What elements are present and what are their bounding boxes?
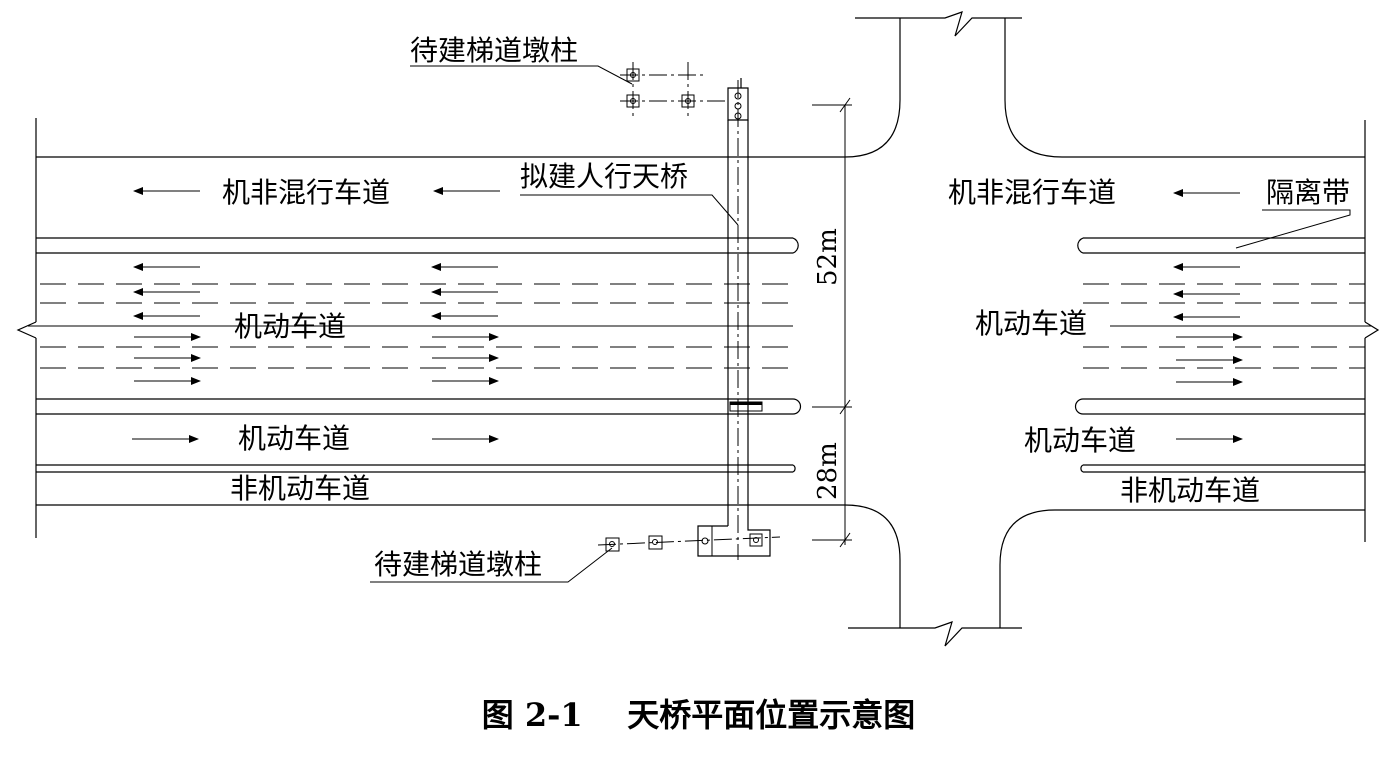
left-median-top-end [792,237,799,254]
dimension-tick [839,532,851,548]
left-road [16,118,845,538]
stair-pier [681,94,695,108]
label-motor-lane-left-side: 机动车道 [238,422,350,455]
label-nonmotor-lane-right: 非机动车道 [1120,474,1260,507]
leader-median [1235,209,1351,249]
label-mixed-lane-left: 机非混行车道 [222,176,390,209]
pedestrian-bridge [697,78,771,560]
right-side-sep-end [1080,464,1084,473]
lane-arrows [132,187,1243,443]
bridge-pier-bolt [734,92,742,100]
label-nonmotor-lane-left: 非机动车道 [230,472,370,505]
pier-axis [597,536,781,546]
stair-pier-bolt [630,72,636,78]
stair-pier-bolt [652,539,658,545]
left-break-mark [16,321,37,339]
label-motor-lane-right-main: 机动车道 [975,307,1087,340]
leader-lines [370,65,1351,583]
label-median: 隔离带 [1266,176,1350,209]
left-median-bottom-end [792,398,802,415]
cross-road [844,11,1365,647]
right-break-mark [1364,321,1380,339]
stair-pier-bolt [630,98,636,104]
cross-road-bottom-left-curb [844,504,901,628]
label-motor-lane-left-main: 机动车道 [234,310,346,343]
bridge-bottom-stair-base [697,525,771,557]
stair-pier [648,535,663,550]
cross-road-top-left-curb [844,18,901,158]
dimension-tick [839,399,851,415]
cross-road-top-right-curb [1004,18,1365,158]
pending-stair-piers-top [620,62,728,118]
label-mixed-lane-right: 机非混行车道 [948,176,1116,209]
label-dimension-28: 28m [813,442,843,500]
stair-pier-bolt [685,98,691,104]
leader-bottom-pier [370,547,613,583]
stair-pier-bolt [609,541,615,547]
right-median-top-end [1077,237,1084,254]
bridge-plan-diagram: 待建梯道墩柱 拟建人行天桥 机非混行车道 机非混行车道 隔离带 机动车道 机动车… [16,11,1380,647]
figure-caption: 图 2-1 天桥平面位置示意图 [481,696,916,734]
leader-bridge [520,194,739,226]
stair-pier [605,537,620,552]
bridge-pier-box [749,533,763,547]
stair-pier [626,94,640,108]
left-side-sep-end [792,464,796,473]
bridge-pier-bolt [753,537,759,543]
cross-road-bottom-break [848,621,1022,647]
right-road [1074,120,1380,542]
cross-road-bottom-right-curb [999,509,1365,628]
right-median-bottom-end [1074,398,1084,415]
label-pending-stair-pier-top: 待建梯道墩柱 [410,34,578,67]
label-pending-stair-pier-bottom: 待建梯道墩柱 [374,548,542,581]
bridge-pier-bolt [734,102,742,110]
dimensions [812,97,852,548]
bridge-pier-bolt [701,537,709,545]
label-motor-lane-right-side: 机动车道 [1024,424,1136,457]
cross-road-top-break [855,11,1022,37]
bridge-pier-bolt [734,112,742,120]
stair-pier [626,68,640,82]
leader-top-pier [410,65,633,85]
label-proposed-bridge: 拟建人行天桥 [520,160,688,193]
dimension-tick [839,97,851,113]
label-dimension-52: 52m [813,228,843,286]
pending-stair-piers-bottom [597,535,781,552]
bridge-median-pier-cap [730,402,762,405]
